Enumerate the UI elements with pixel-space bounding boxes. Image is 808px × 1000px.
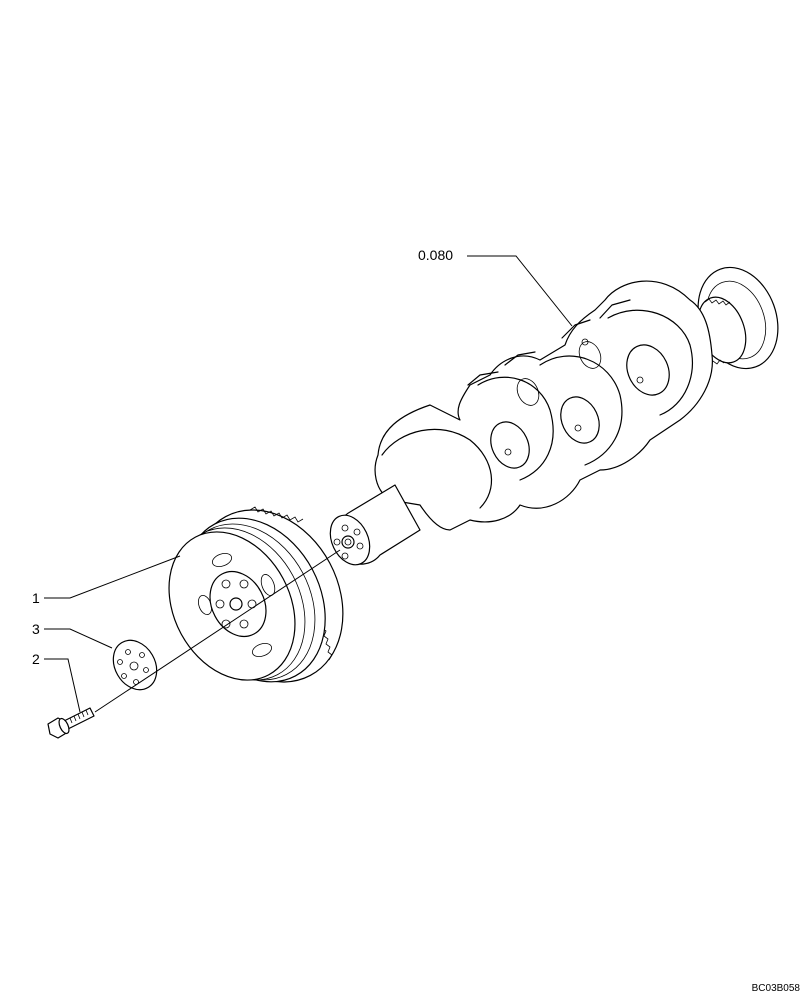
leader-bolt [44,658,81,713]
pulley-damper [168,506,344,683]
crankshaft [329,266,779,566]
crankshaft-front-snout [329,484,421,566]
leader-crankshaft [467,255,573,327]
figure-code: BC03B058 [751,983,800,994]
crankshaft-body [374,280,713,531]
leader-pulley [44,555,181,599]
callout-crankshaft: 0.080 [418,247,454,263]
washer [112,639,158,691]
callout-pulley: 1 [32,590,40,606]
assembly-axis-line [94,549,341,713]
bolt [47,707,95,739]
leader-washer [44,628,113,649]
callout-washer: 3 [32,621,40,637]
callout-bolt: 2 [32,651,40,667]
